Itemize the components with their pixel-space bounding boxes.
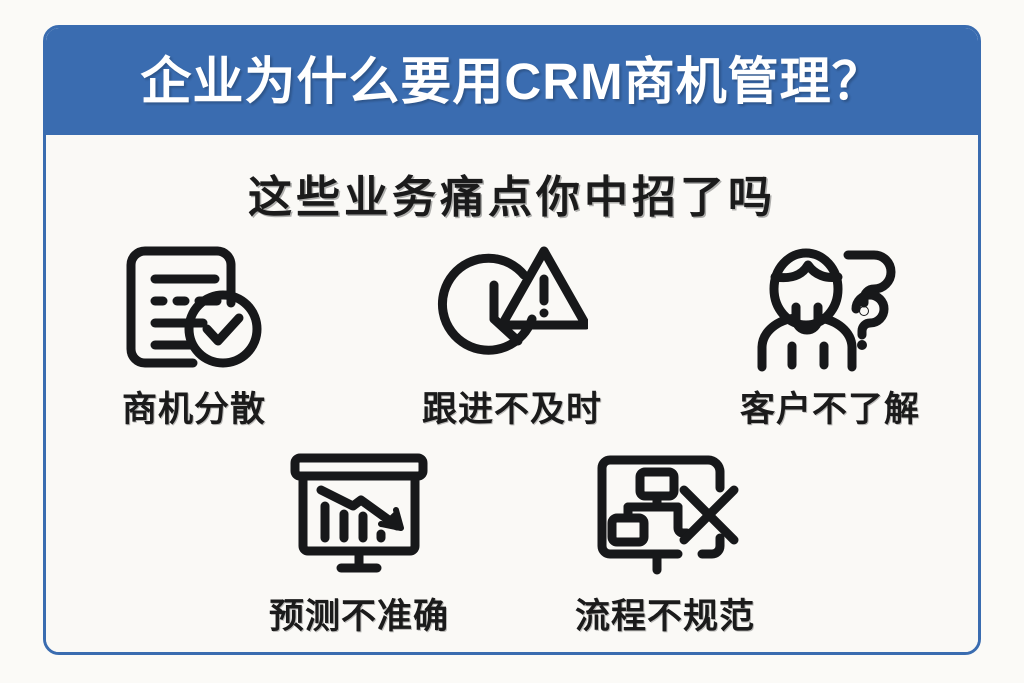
card-body: 这些业务痛点你中招了吗: [46, 161, 978, 652]
pain-point-item: 商机分散: [87, 239, 301, 432]
clock-warning-icon: [430, 239, 594, 375]
pain-point-item: 流程不规范: [558, 446, 772, 639]
presentation-declining-chart-icon: [277, 446, 441, 582]
document-check-icon: [112, 239, 276, 375]
pain-point-grid: 商机分散 跟进不及时: [46, 239, 978, 639]
pain-point-label: 流程不规范: [574, 597, 755, 636]
pain-point-row-2: 预测不准确: [46, 446, 978, 639]
person-question-icon: [748, 239, 912, 375]
subtitle: 这些业务痛点你中招了吗: [248, 173, 776, 222]
poster-card: 企业为什么要用CRM商机管理？ 这些业务痛点你中招了吗: [43, 25, 981, 655]
pain-point-row-1: 商机分散 跟进不及时: [46, 239, 978, 432]
card-header: 企业为什么要用CRM商机管理？: [46, 28, 978, 135]
pain-point-label: 跟进不及时: [421, 390, 602, 429]
page-title: 企业为什么要用CRM商机管理？: [140, 53, 884, 110]
pain-point-item: 客户不了解: [723, 239, 937, 432]
pain-point-label: 商机分散: [121, 390, 266, 429]
pain-point-label: 预测不准确: [268, 597, 449, 636]
flowchart-cross-icon: [583, 446, 747, 582]
pain-point-label: 客户不了解: [739, 390, 920, 429]
pain-point-item: 跟进不及时: [405, 239, 619, 432]
pain-point-item: 预测不准确: [252, 446, 466, 639]
